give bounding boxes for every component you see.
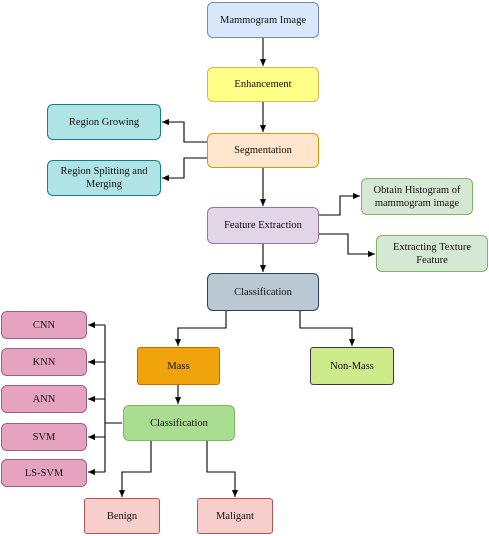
feature-extraction-node: Feature Extraction xyxy=(207,207,319,244)
arrow-segmentation-to-region-growing xyxy=(162,118,208,143)
region-splitting-node: Region Splitting and Merging xyxy=(47,160,161,196)
enhancement-node: Enhancement xyxy=(207,67,319,102)
arrow-feature-to-texture xyxy=(318,233,375,258)
maligant-node: Maligant xyxy=(197,498,273,534)
svm-node: SVM xyxy=(1,423,87,451)
arrow-classification-to-non-mass xyxy=(299,311,356,346)
ls-svm-node: LS-SVM xyxy=(1,459,87,487)
classification-top-node: Classification xyxy=(207,273,319,311)
obtain-histogram-node: Obtain Histogram of mammogram image xyxy=(361,178,473,215)
arrow-feature-to-histogram xyxy=(318,192,360,216)
mammogram-image-node: Mammogram Image xyxy=(207,2,319,38)
mass-node: Mass xyxy=(137,347,220,385)
knn-node: KNN xyxy=(1,348,87,376)
arrow-classification-to-benign xyxy=(118,441,152,497)
ann-node: ANN xyxy=(1,385,87,413)
cnn-node: CNN xyxy=(1,311,87,339)
arrow-classification-to-maligant xyxy=(206,441,239,497)
classification-sub-node: Classification xyxy=(123,405,235,441)
arrow-classification-to-mass xyxy=(174,311,227,346)
arrow-segmentation-to-region-splitting xyxy=(162,157,208,182)
benign-node: Benign xyxy=(84,498,160,534)
non-mass-node: Non-Mass xyxy=(310,347,394,385)
segmentation-node: Segmentation xyxy=(207,133,319,168)
extracting-texture-node: Extracting Texture Feature xyxy=(376,235,488,272)
region-growing-node: Region Growing xyxy=(47,104,161,140)
classifier-bus-line xyxy=(104,325,122,472)
